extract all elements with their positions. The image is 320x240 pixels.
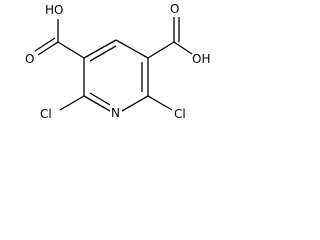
label-cl-left: Cl xyxy=(40,107,52,121)
bond-c4-c5 xyxy=(115,39,149,59)
bond-c3-c4 xyxy=(83,39,117,59)
bond-c6-cl xyxy=(147,95,173,111)
molecule-structure: HO O O OH Cl Cl N xyxy=(25,2,210,121)
label-o-right: O xyxy=(170,2,179,16)
label-n-ring: N xyxy=(111,106,120,120)
bond-carboxyl-c-oh-right xyxy=(173,41,193,55)
carboxyl-group-right xyxy=(147,17,193,59)
bond-c6-n xyxy=(121,95,149,112)
bond-c5-carboxyl-c xyxy=(147,41,175,59)
bond-c2-cl xyxy=(59,95,85,111)
bond-n-c2-inner xyxy=(89,92,111,106)
label-o-left: O xyxy=(25,52,34,66)
bond-n-c2 xyxy=(83,95,111,112)
carboxyl-group-left xyxy=(34,19,85,59)
chloro-substituents xyxy=(59,95,173,111)
bond-carboxyl-c-o-double xyxy=(34,37,56,52)
label-oh-left: HO xyxy=(45,3,63,17)
bond-c3-c4-inner xyxy=(89,45,117,62)
label-cl-right: Cl xyxy=(174,107,186,121)
pyridine-ring xyxy=(83,39,149,112)
label-oh-right: OH xyxy=(192,52,210,66)
bond-carboxyl-c-o xyxy=(37,41,59,56)
bond-c3-carboxyl-c xyxy=(57,41,85,59)
